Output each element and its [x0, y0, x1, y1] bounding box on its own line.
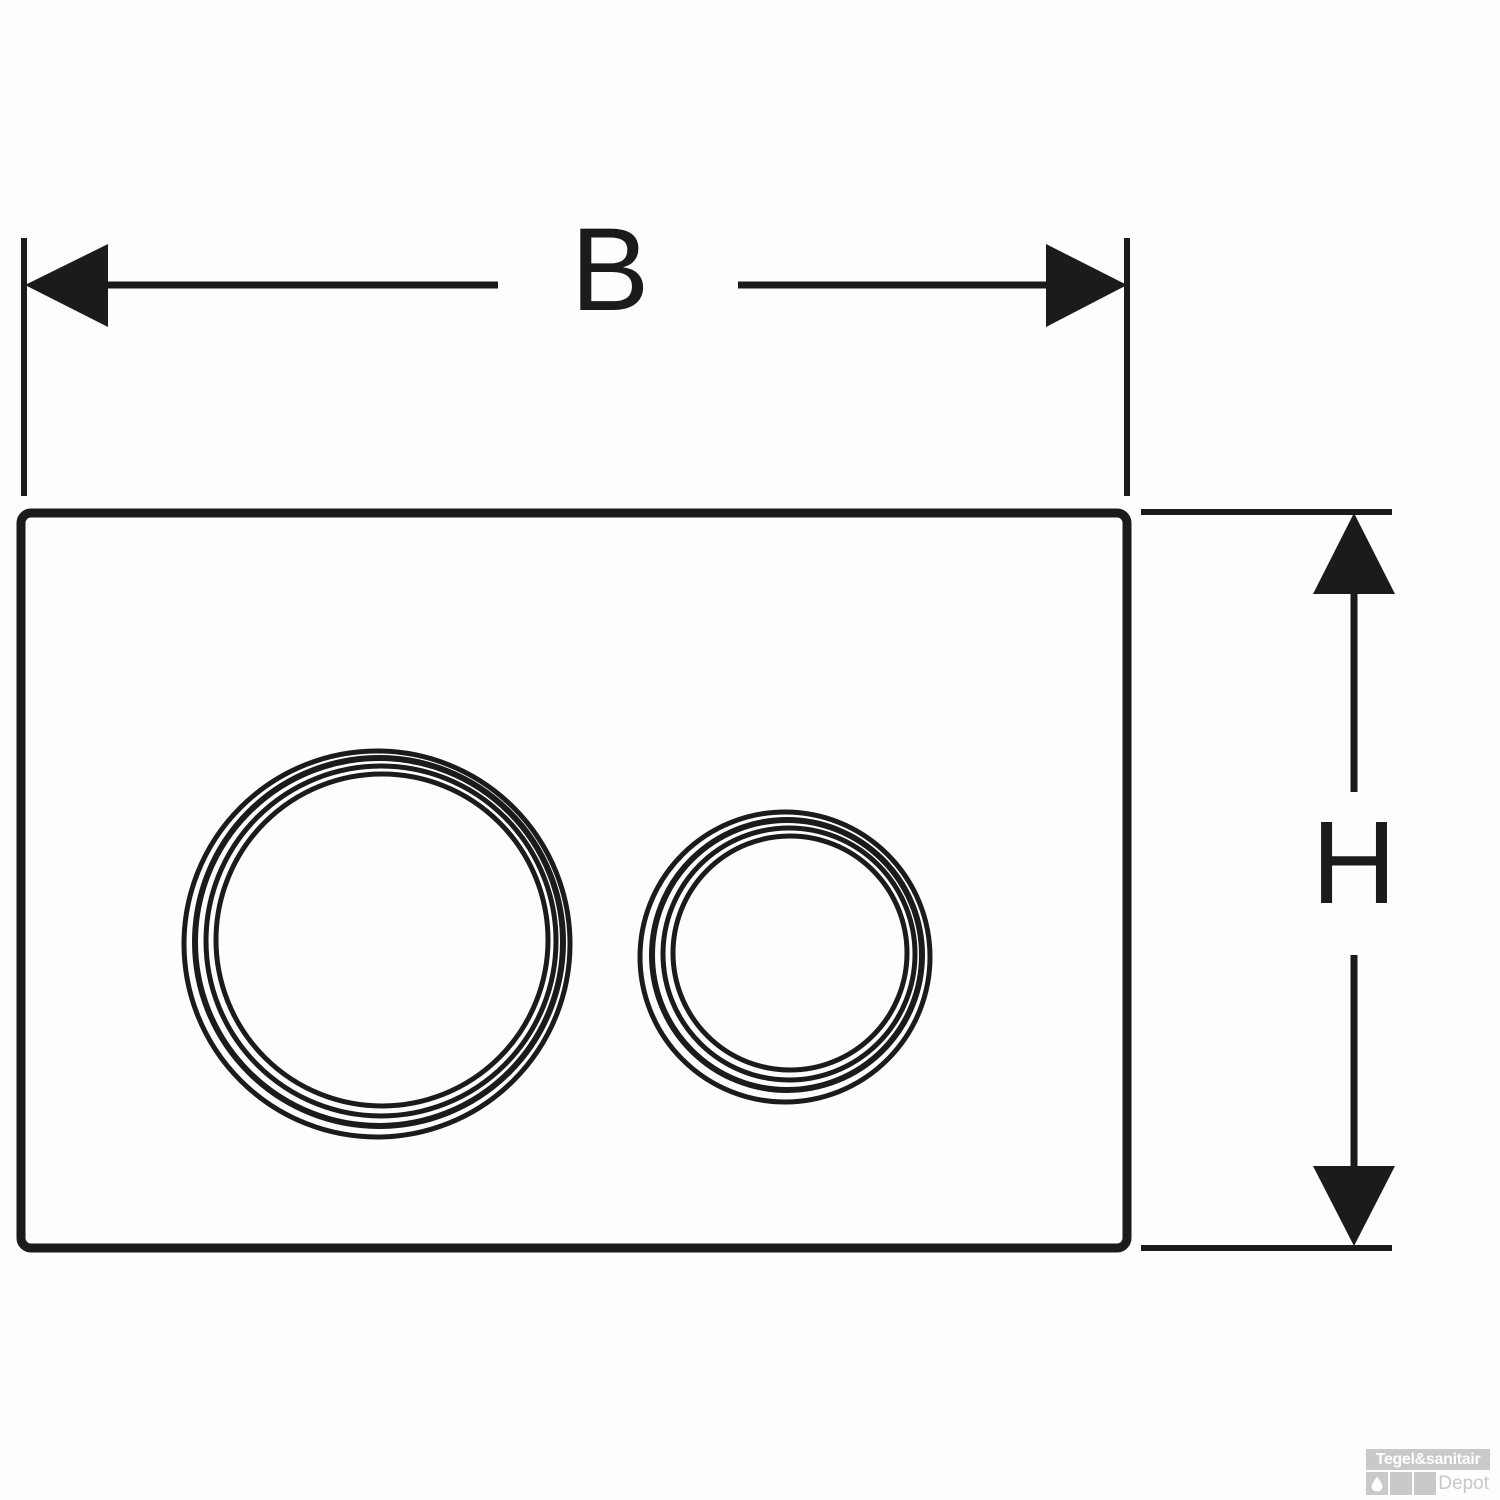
watermark-brand-text: Tegel&sanitair: [1375, 1450, 1481, 1468]
extension-lines: [21, 238, 1392, 1251]
full-flush-button[interactable]: [181, 748, 573, 1140]
dimension-label-height: H: [1311, 797, 1396, 929]
watermark-square-1: [1366, 1472, 1389, 1495]
arrowhead-bottom-height: [1313, 1166, 1395, 1246]
actuator-plate-outline: [16, 508, 1132, 1253]
full-flush-ring-inner: [213, 771, 551, 1109]
arrowhead-top-height: [1313, 513, 1395, 594]
water-drop-icon: [1371, 1476, 1383, 1491]
arrowhead-right-width: [1046, 244, 1127, 327]
dimension-height-H: H: [1311, 513, 1397, 1246]
full-flush-ring-3: [192, 755, 566, 1129]
dimension-label-width: B: [571, 204, 650, 336]
watermark-logo: Tegel&sanitair Depot: [1366, 1449, 1490, 1495]
arrowhead-left-width: [25, 244, 108, 327]
full-flush-ring-outer: [181, 748, 573, 1140]
full-flush-ring-2: [203, 763, 559, 1119]
half-flush-ring-2: [660, 825, 918, 1083]
watermark-square-2: [1390, 1472, 1413, 1495]
watermark-square-3: [1414, 1472, 1437, 1495]
half-flush-ring-3: [649, 817, 925, 1093]
half-flush-button[interactable]: [637, 809, 933, 1105]
half-flush-ring-inner: [670, 833, 910, 1073]
watermark-bottom-row: Depot: [1366, 1472, 1490, 1495]
watermark-brand-badge: Tegel&sanitair: [1366, 1449, 1490, 1470]
dimension-width-B: B: [25, 204, 1127, 336]
half-flush-ring-outer: [637, 809, 933, 1105]
watermark-depot-text: Depot: [1438, 1473, 1489, 1494]
